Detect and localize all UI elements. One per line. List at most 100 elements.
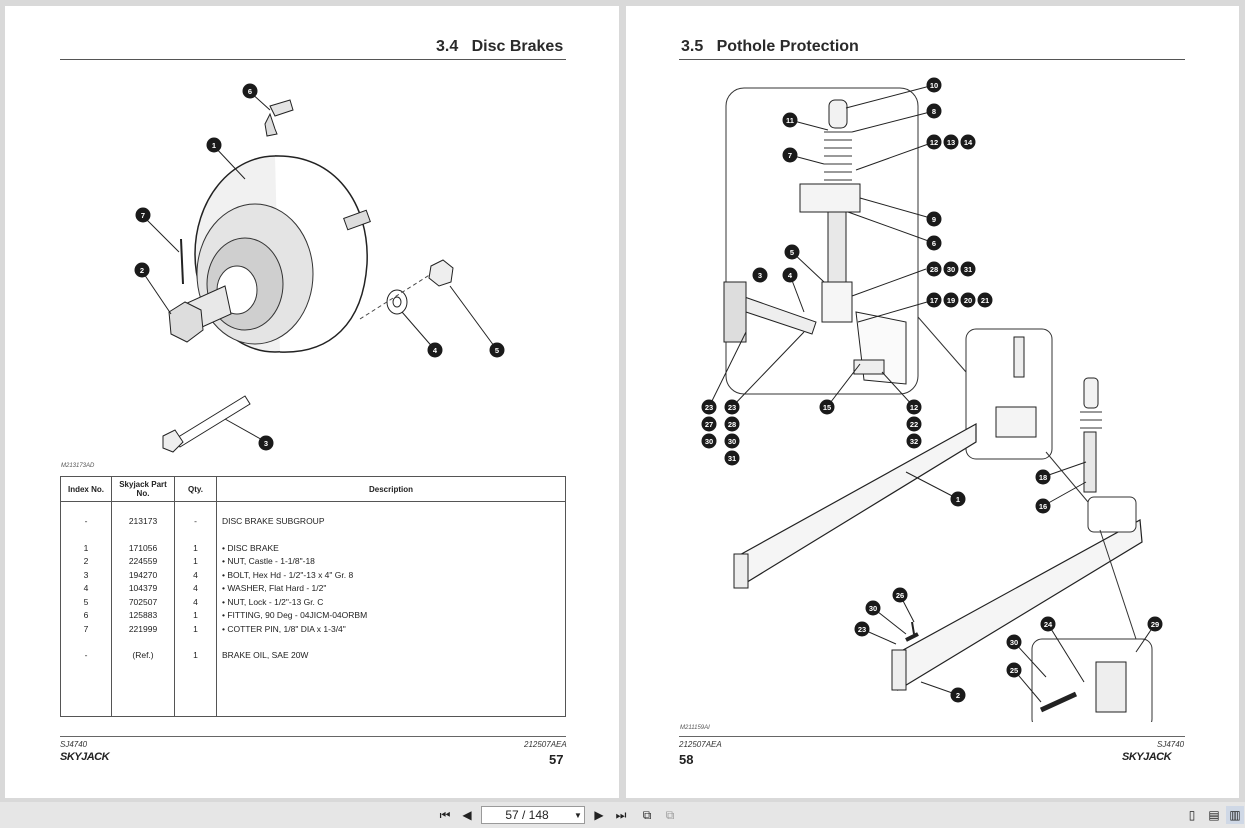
callout-5: 5 — [489, 342, 505, 358]
table-body: - 1 2 3 4 5 6 7 - 213173 171056 — [60, 501, 566, 717]
svg-text:30: 30 — [869, 604, 877, 613]
cell-qty: 1 — [193, 623, 198, 634]
svg-text:22: 22 — [910, 420, 918, 429]
svg-text:28: 28 — [728, 420, 736, 429]
figure-code: M211159AI — [680, 725, 710, 731]
svg-text:13: 13 — [947, 138, 955, 147]
callout-5: 5 — [784, 244, 800, 260]
svg-text:18: 18 — [1039, 473, 1047, 482]
callout-23: 23 — [854, 621, 870, 637]
callout-2: 2 — [134, 262, 150, 278]
title-rule — [679, 59, 1185, 60]
header-description: Description — [216, 476, 566, 502]
svg-text:30: 30 — [1010, 638, 1018, 647]
callout-3: 3 — [258, 435, 274, 451]
svg-text:8: 8 — [932, 107, 936, 116]
svg-text:20: 20 — [964, 296, 972, 305]
callout-2: 2 — [950, 687, 966, 703]
callout-30: 30 — [724, 433, 740, 449]
cell-description: • DISC BRAKE — [222, 542, 279, 553]
first-page-icon[interactable]: ⏮ — [439, 807, 451, 822]
header-index: Index No. — [60, 476, 112, 502]
svg-text:11: 11 — [786, 116, 794, 125]
svg-text:12: 12 — [910, 403, 918, 412]
callout-6: 6 — [242, 83, 258, 99]
svg-text:5: 5 — [790, 248, 794, 257]
callout-25: 25 — [1006, 662, 1022, 678]
callout-23: 23 — [701, 399, 717, 415]
cell-description: DISC BRAKE SUBGROUP — [222, 516, 325, 526]
callout-22: 22 — [906, 416, 922, 432]
cell-part-no: (Ref.) — [132, 650, 154, 660]
svg-text:9: 9 — [932, 215, 936, 224]
cell-index: 3 — [83, 569, 89, 580]
page-number-value: 57 / 148 — [505, 808, 549, 822]
skyjack-logo: SKYJACK — [1122, 751, 1172, 763]
svg-text:30: 30 — [728, 437, 736, 446]
footer-doc-code: 212507AEA — [524, 740, 567, 749]
svg-text:15: 15 — [823, 403, 831, 412]
callout-17: 17 — [926, 292, 942, 308]
chevron-down-icon[interactable]: ▼ — [574, 810, 582, 820]
callout-30: 30 — [943, 261, 959, 277]
callout-31: 31 — [724, 450, 740, 466]
footer-doc-code: 212507AEA — [679, 740, 722, 749]
fit-width-icon[interactable]: ⧉ — [642, 807, 652, 822]
figure-code: M213173AD — [61, 463, 95, 469]
viewer-toolbar: ⏮ ◀ 57 / 148 ▼ ▶ ⏭ ⧉ ⧉ ▯ ▤ ▥ — [0, 802, 1245, 828]
footer-rule — [679, 736, 1185, 737]
last-page-icon[interactable]: ⏭ — [615, 807, 627, 822]
callout-20: 20 — [960, 292, 976, 308]
footer-model: SJ4740 — [1157, 740, 1185, 749]
callout-16: 16 — [1035, 498, 1051, 514]
callout-28: 28 — [926, 261, 942, 277]
callout-32: 32 — [906, 433, 922, 449]
page-number: 58 — [679, 752, 694, 767]
callout-3: 3 — [752, 267, 768, 283]
prev-page-icon[interactable]: ◀ — [462, 808, 472, 822]
footer-model: SJ4740 — [60, 740, 88, 749]
cell-description: • BOLT, Hex Hd - 1/2"-13 x 4" Gr. 8 — [222, 569, 354, 580]
section-number: 3.5 — [681, 38, 704, 55]
cell-qty: - — [194, 516, 197, 526]
skyjack-logo: SKYJACK — [60, 751, 110, 763]
section-name: Pothole Protection — [716, 38, 859, 55]
svg-text:6: 6 — [932, 239, 936, 248]
fit-page-icon[interactable]: ⧉ — [665, 807, 675, 822]
svg-text:27: 27 — [705, 420, 713, 429]
cell-part-no: 224559 — [128, 556, 158, 566]
header-qty: Qty. — [174, 476, 217, 502]
cell-index: 5 — [83, 596, 89, 607]
callout-8: 8 — [926, 103, 942, 119]
svg-text:23: 23 — [858, 625, 866, 634]
cell-part-no: 213173 — [128, 516, 158, 526]
cell-part-no: 125883 — [128, 610, 158, 620]
callout-29: 29 — [1147, 616, 1163, 632]
svg-text:14: 14 — [964, 138, 973, 147]
svg-text:31: 31 — [964, 265, 972, 274]
svg-text:7: 7 — [141, 211, 145, 220]
page-number-field[interactable]: 57 / 148 ▼ — [481, 806, 585, 824]
next-page-icon[interactable]: ▶ — [594, 808, 604, 822]
continuous-icon[interactable]: ▤ — [1208, 808, 1220, 822]
callout-30: 30 — [865, 600, 881, 616]
footer-rule — [60, 736, 566, 737]
callout-31: 31 — [960, 261, 976, 277]
cell-description: • FITTING, 90 Deg - 04JICM-04ORBM — [222, 610, 368, 620]
cell-qty: 4 — [193, 583, 198, 593]
svg-text:23: 23 — [728, 403, 736, 412]
cell-index: 4 — [83, 583, 89, 593]
pothole-protection-illustration: 10 8 11 7 12 13 14 9 6 5 3 4 28 30 31 17… — [701, 77, 1163, 722]
svg-text:16: 16 — [1039, 502, 1047, 511]
title-rule — [60, 59, 566, 60]
section-title: 3.4 Disc Brakes — [436, 38, 563, 56]
callout-1: 1 — [950, 491, 966, 507]
two-page-icon[interactable]: ▥ — [1226, 806, 1244, 824]
cell-qty: 4 — [193, 596, 198, 607]
single-page-icon[interactable]: ▯ — [1188, 808, 1196, 822]
callout-28: 28 — [724, 416, 740, 432]
callout-26: 26 — [892, 587, 908, 603]
cell-qty: 1 — [193, 542, 198, 553]
callout-30: 30 — [701, 433, 717, 449]
svg-text:19: 19 — [947, 296, 955, 305]
